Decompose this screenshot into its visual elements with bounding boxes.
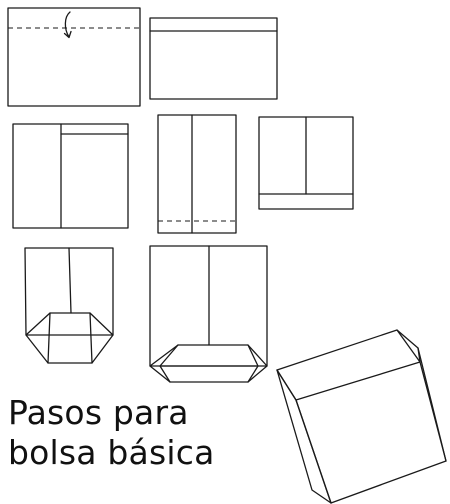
step-7-closed-bottom (149, 245, 268, 383)
step-4-tube (157, 114, 237, 234)
step-3-sheet (12, 123, 129, 229)
title-line-1: Pasos para (8, 393, 189, 432)
step-5-tube (258, 116, 354, 210)
step-2-sheet (149, 17, 278, 100)
curved-arrow-down-icon (63, 11, 72, 39)
step-6-open-bottom (24, 247, 114, 364)
title-line-2: bolsa básica (8, 433, 215, 472)
diagram-title: Pasos para bolsa básica (8, 393, 215, 473)
step-1-sheet (7, 7, 141, 107)
step-8-finished-bag (276, 329, 447, 504)
